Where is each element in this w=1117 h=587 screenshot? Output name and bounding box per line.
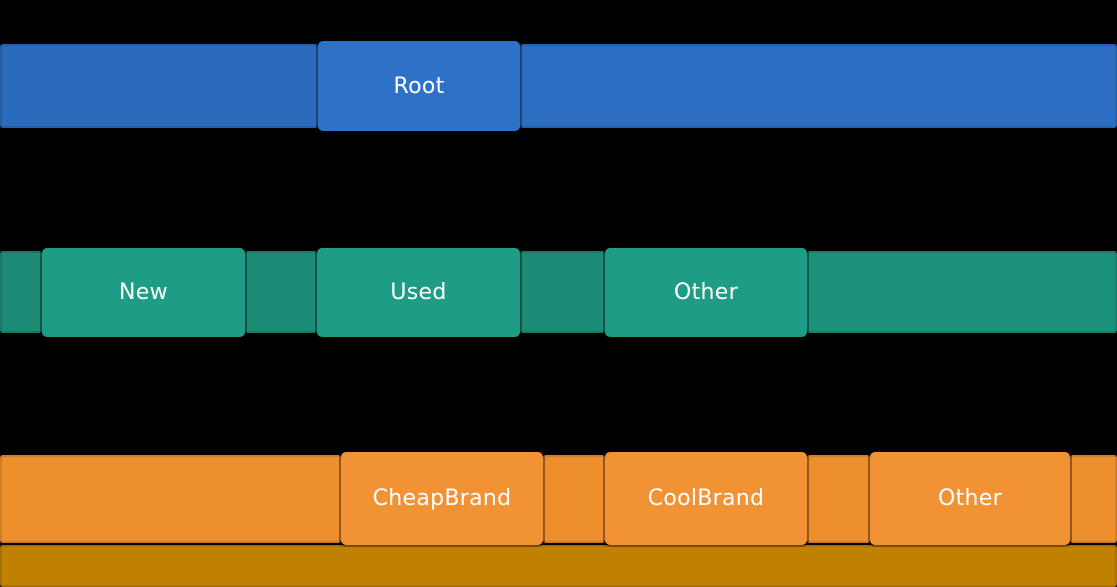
icicle-node-l1-unlabeled-0[interactable] — [0, 44, 318, 128]
icicle-node-l3-other[interactable]: Other — [870, 452, 1070, 545]
icicle-node-l1-root[interactable]: Root — [318, 41, 520, 131]
node-label: New — [119, 280, 168, 305]
icicle-node-l2-other[interactable]: Other — [605, 248, 807, 337]
icicle-node-l2-new[interactable]: New — [42, 248, 245, 337]
icicle-node-l3-unlabeled-4[interactable] — [807, 455, 870, 543]
node-label: CheapBrand — [372, 486, 512, 511]
node-label: Used — [390, 280, 447, 305]
icicle-node-l2-unlabeled-4[interactable] — [520, 251, 605, 333]
icicle-node-l3-cheapbrand[interactable]: CheapBrand — [341, 452, 543, 545]
node-label: Root — [393, 73, 445, 99]
icicle-node-l2-used[interactable]: Used — [317, 248, 520, 337]
icicle-node-l2-unlabeled-2[interactable] — [245, 251, 317, 333]
node-label: CoolBrand — [647, 486, 765, 511]
icicle-node-l3-coolbrand[interactable]: CoolBrand — [605, 452, 807, 545]
icicle-node-l3-unlabeled-0[interactable] — [0, 455, 341, 543]
icicle-node-l4-unlabeled-0[interactable] — [0, 545, 1117, 587]
node-label: Other — [674, 280, 738, 305]
icicle-node-l2-unlabeled-6[interactable] — [807, 251, 1117, 333]
icicle-node-l2-unlabeled-0[interactable] — [0, 251, 42, 333]
icicle-node-l3-unlabeled-6[interactable] — [1070, 455, 1117, 543]
icicle-node-l1-unlabeled-2[interactable] — [520, 44, 1117, 128]
node-label: Other — [938, 486, 1002, 511]
icicle-node-l3-unlabeled-2[interactable] — [543, 455, 605, 543]
